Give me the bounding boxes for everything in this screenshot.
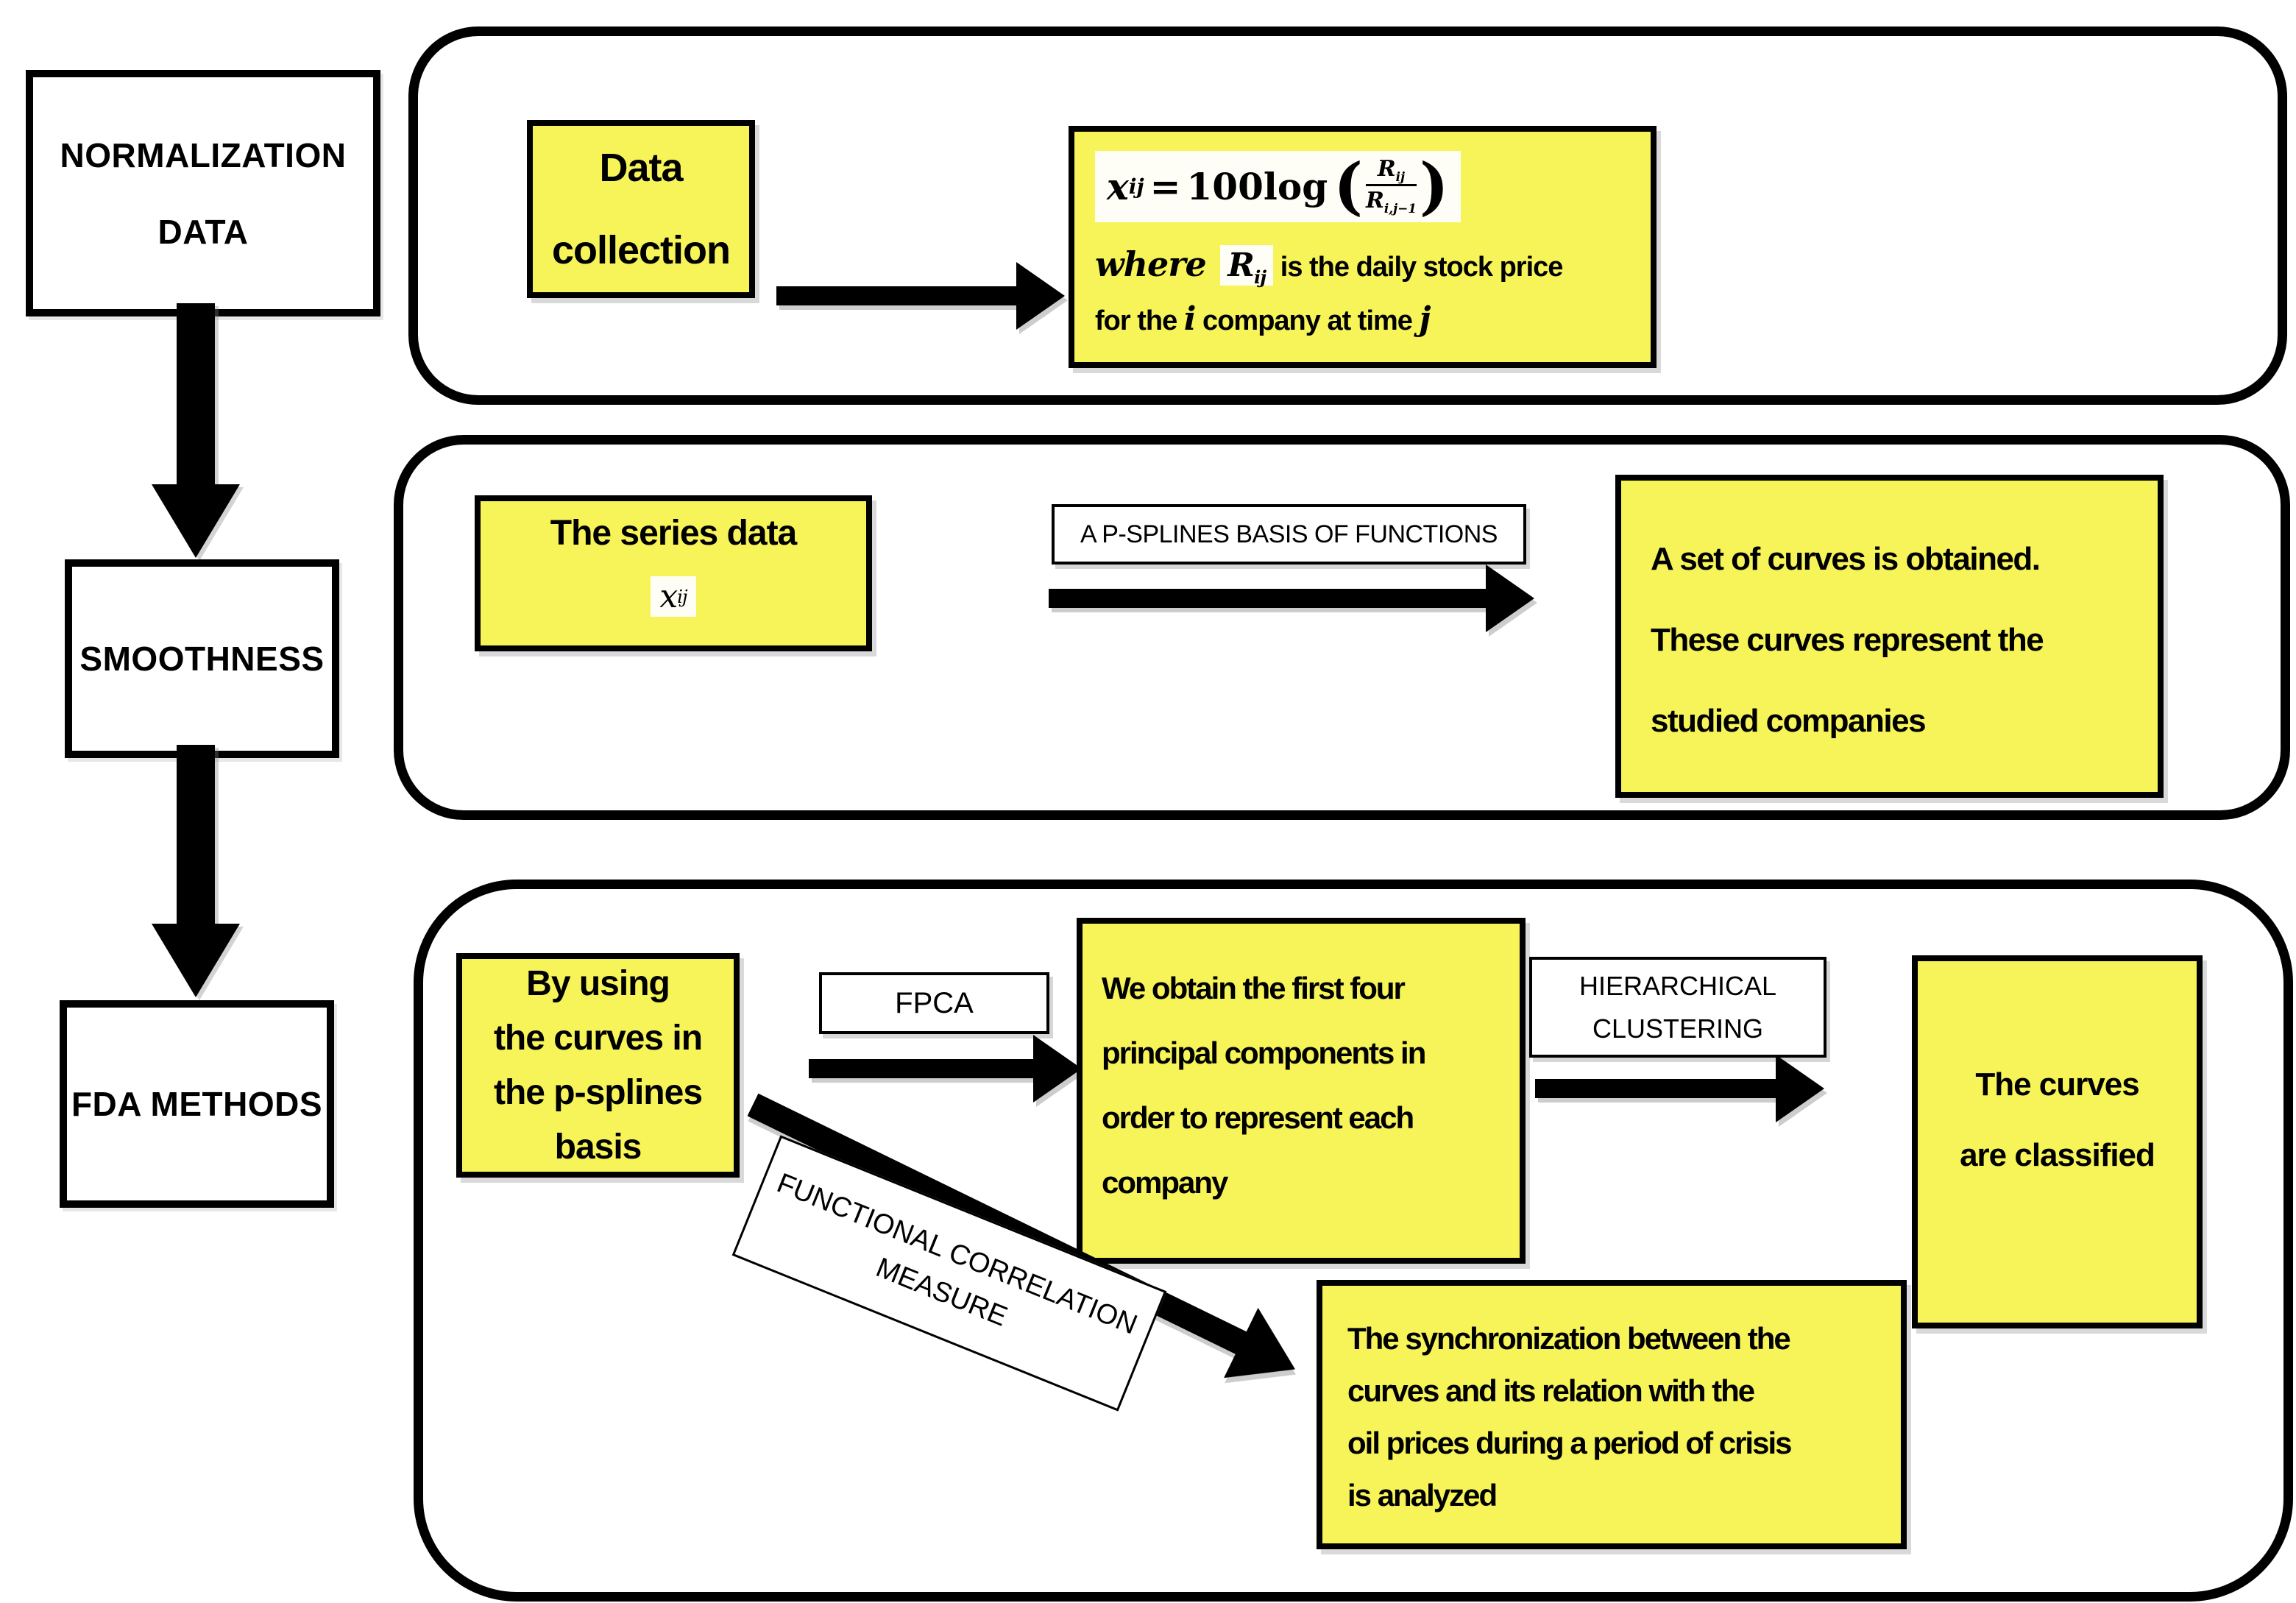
data-collection-line2: collection: [551, 228, 731, 272]
j-variable: j: [1419, 300, 1431, 339]
p-splines-curves-box: By using the curves in the p-splines bas…: [456, 953, 740, 1178]
arrow-right-icon: [1535, 1053, 1824, 1124]
fpca-label: FPCA: [819, 972, 1049, 1034]
smoothness-label: SMOOTHNESS: [79, 640, 325, 678]
smoothness-box: SMOOTHNESS: [65, 559, 339, 758]
arrow-head: [1486, 565, 1534, 632]
data-collection-line1: Data: [599, 146, 683, 190]
arrow-head: [1016, 262, 1065, 330]
fraction-denominator: Ri,j−1: [1365, 184, 1417, 216]
where-clause-line2: for the i company at time j: [1095, 300, 1431, 339]
normalization-label-line1: NORMALIZATION: [60, 135, 347, 174]
curves-classified-box: The curves are classified: [1912, 955, 2203, 1328]
arrow-head: [1033, 1035, 1082, 1103]
fda-methods-label: FDA METHODS: [71, 1085, 323, 1123]
arrow-shaft: [776, 286, 1019, 305]
arrow-head: [152, 924, 240, 997]
formula-x: x: [1107, 164, 1129, 208]
arrow-right-icon: [1049, 563, 1534, 634]
normalization-label-line2: DATA: [157, 212, 249, 251]
fda-methods-box: FDA METHODS: [60, 1000, 334, 1208]
formula-x-sub: ij: [1128, 174, 1144, 199]
formula-coefficient: 100log: [1186, 164, 1328, 208]
arrow-head: [152, 484, 240, 558]
arrow-down-icon: [152, 303, 240, 558]
arrow-shaft: [1049, 589, 1489, 608]
arrow-shaft: [177, 303, 215, 484]
formula-fraction: Rij Ri,j−1: [1365, 156, 1417, 216]
series-data-label: The series data: [550, 514, 798, 553]
arrow-head: [1224, 1307, 1313, 1405]
fda-stage-container: By using the curves in the p-splines bas…: [414, 880, 2293, 1602]
data-collection-box: Data collection: [527, 120, 755, 298]
principal-components-box: We obtain the first four principal compo…: [1077, 918, 1526, 1264]
arrow-right-icon: [809, 1035, 1082, 1103]
arrow-down-icon: [152, 745, 240, 997]
arrow-head: [1776, 1055, 1824, 1122]
hierarchical-clustering-label: HIERARCHICAL CLUSTERING: [1529, 957, 1826, 1058]
arrow-shaft: [809, 1059, 1036, 1078]
fraction-numerator: Rij: [1377, 156, 1406, 184]
arrow-right-icon: [776, 261, 1065, 331]
synchronization-analysis-box: The synchronization between the curves a…: [1317, 1280, 1907, 1549]
where-rest: is the daily stock price: [1280, 251, 1564, 283]
r-variable-highlight: Rij: [1220, 244, 1274, 287]
curves-obtained-box: A set of curves is obtained. These curve…: [1615, 475, 2164, 798]
where-clause-line1: where Rij is the daily stock price: [1095, 244, 1651, 288]
arrow-shaft: [1535, 1079, 1779, 1098]
normalization-data-box: NORMALIZATION DATA: [26, 70, 380, 316]
arrow-shaft: [177, 745, 215, 924]
i-variable: i: [1183, 300, 1197, 339]
where-word: where: [1095, 244, 1207, 284]
p-splines-basis-label: A P-SPLINES BASIS OF FUNCTIONS: [1052, 504, 1526, 565]
formula-equals: =: [1149, 164, 1181, 208]
